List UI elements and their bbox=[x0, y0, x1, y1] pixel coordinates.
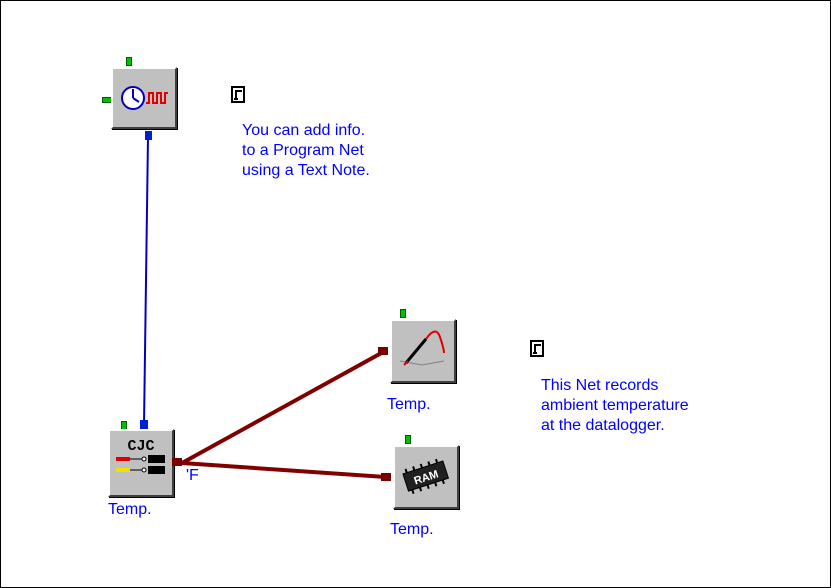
ram-top-pin[interactable] bbox=[405, 435, 411, 444]
clock-to-cjc-wire[interactable] bbox=[143, 136, 149, 426]
cjc-to-plot-wire[interactable] bbox=[181, 349, 386, 465]
cjc-title: CJC bbox=[127, 438, 154, 455]
clock-block[interactable] bbox=[111, 67, 177, 129]
cjc-thermocouple-icon: CJC bbox=[116, 438, 165, 474]
cjc-output-unit: 'F bbox=[186, 467, 199, 484]
plot-top-pin[interactable] bbox=[400, 309, 406, 318]
ram-label: Temp. bbox=[390, 521, 434, 538]
strip-chart-pen-icon bbox=[399, 330, 445, 366]
cjc-block[interactable]: CJC bbox=[108, 429, 174, 497]
clock-top-pin[interactable] bbox=[126, 57, 132, 66]
cjc-input-port[interactable] bbox=[140, 420, 148, 429]
ram-input-port[interactable] bbox=[381, 473, 391, 481]
cjc-label: Temp. bbox=[108, 501, 152, 518]
note-line: using a Text Note. bbox=[242, 162, 370, 179]
clock-pulse-icon bbox=[121, 86, 168, 110]
plot-label: Temp. bbox=[387, 396, 431, 413]
note-line: You can add info. bbox=[242, 122, 366, 139]
plot-block[interactable] bbox=[390, 319, 456, 383]
clock-output-port[interactable] bbox=[145, 131, 152, 140]
cjc-to-ram-wire[interactable] bbox=[181, 461, 386, 479]
cjc-output-port[interactable] bbox=[172, 458, 182, 466]
text-note-1[interactable]: You can add info. to a Program Net using… bbox=[242, 121, 370, 181]
plot-input-port[interactable] bbox=[378, 347, 388, 355]
ram-block[interactable]: RAM bbox=[393, 445, 459, 509]
text-note-icon[interactable] bbox=[231, 86, 246, 103]
text-note-icon[interactable] bbox=[530, 340, 545, 357]
text-note-2[interactable]: This Net records ambient temperature at … bbox=[541, 376, 689, 436]
note-line: to a Program Net bbox=[242, 142, 364, 159]
ram-chip-icon: RAM bbox=[402, 458, 450, 494]
note-line: ambient temperature bbox=[541, 397, 689, 414]
note-line: at the datalogger. bbox=[541, 417, 665, 434]
note-line: This Net records bbox=[541, 377, 659, 394]
